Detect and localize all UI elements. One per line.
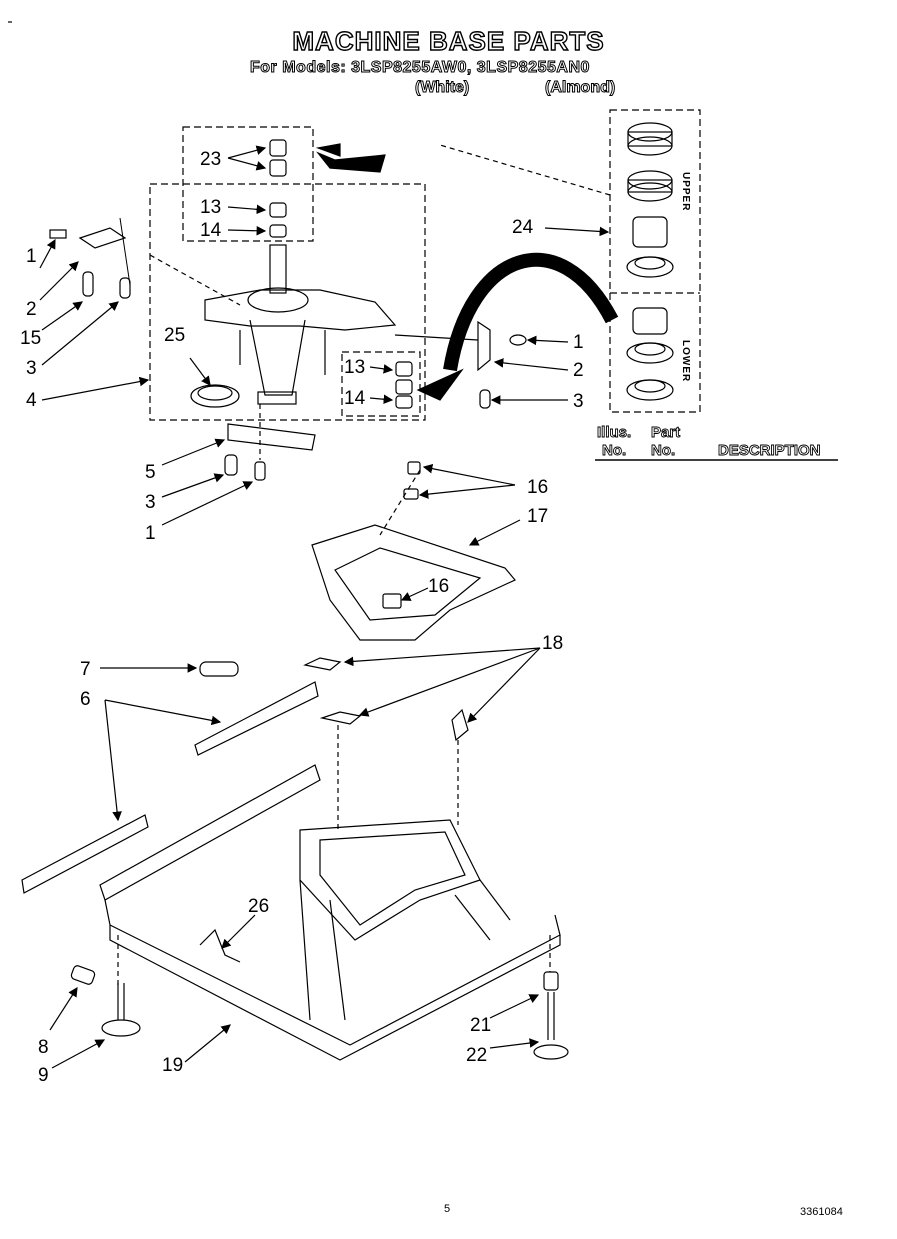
callout-4: 4 [26, 390, 37, 411]
callout-1-left: 1 [26, 246, 37, 267]
lower-label: LOWER [680, 340, 691, 383]
illus-no-header-line1: Illus. [597, 424, 632, 442]
callout-8: 8 [38, 1037, 49, 1058]
callout-16-top: 16 [527, 477, 549, 498]
callout-2-right: 2 [573, 360, 584, 381]
callout-13-lower: 13 [344, 357, 366, 378]
part-no-header-line1: Part [651, 424, 681, 442]
document-number: 3361084 [800, 1206, 843, 1218]
models-subtitle: For Models: 3LSP8255AW0, 3LSP8255AN0 [250, 59, 590, 77]
callout-25: 25 [164, 325, 186, 346]
callout-13-top: 13 [200, 197, 222, 218]
upper-seal-parts [626, 122, 674, 278]
callout-2-left: 2 [26, 299, 37, 320]
callout-1-right: 1 [573, 332, 584, 353]
callout-21: 21 [470, 1015, 492, 1036]
callout-18: 18 [542, 633, 564, 654]
part-no-header-line2: No. [651, 442, 676, 460]
callout-7: 7 [80, 659, 91, 680]
lower-seal-parts [626, 307, 674, 401]
callout-3-left: 3 [26, 358, 37, 379]
callout-14-lower: 14 [344, 388, 366, 409]
callout-26: 26 [248, 896, 270, 917]
callout-3-lower: 3 [145, 492, 156, 513]
callout-5: 5 [145, 462, 156, 483]
description-header: DESCRIPTION [718, 442, 821, 460]
callout-14-top: 14 [200, 220, 222, 241]
illus-no-header-line2: No. [602, 442, 627, 460]
callout-23: 23 [200, 149, 222, 170]
callout-9: 9 [38, 1065, 49, 1086]
callout-3-right: 3 [573, 391, 584, 412]
callout-6: 6 [80, 689, 91, 710]
variant-almond: (Almond) [544, 79, 616, 97]
page-title: MACHINE BASE PARTS [292, 25, 605, 56]
variant-white: (White) [414, 79, 470, 97]
callout-24: 24 [512, 217, 534, 238]
callout-1-lower: 1 [145, 523, 156, 544]
callout-15: 15 [20, 328, 42, 349]
callout-19: 19 [162, 1055, 184, 1076]
callout-17: 17 [527, 506, 549, 527]
callout-16-frame: 16 [428, 576, 450, 597]
upper-label: UPPER [680, 172, 691, 212]
callout-22: 22 [466, 1045, 488, 1066]
page-number: 5 [444, 1203, 451, 1215]
